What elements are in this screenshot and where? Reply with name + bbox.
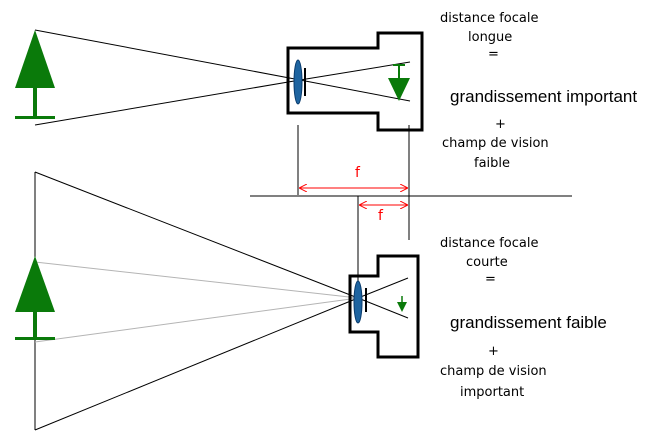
tree-trunk-top — [33, 88, 37, 118]
bottom-result: grandissement faible — [450, 313, 607, 332]
camera-body-top — [286, 31, 424, 132]
focal-label-short: f — [378, 208, 383, 224]
top-plus: + — [495, 117, 506, 132]
ray-inside-lower — [299, 79, 411, 102]
bottom-view-rays — [34, 171, 409, 431]
focal-label-long: f — [355, 165, 360, 181]
bottom-plus: + — [488, 344, 499, 359]
inverted-tree-image-bottom — [397, 302, 407, 312]
bottom-vision-line2: important — [460, 385, 525, 400]
ray-top-upper — [34, 29, 301, 81]
top-focal-line2: longue — [468, 30, 513, 45]
ray-inside-upper — [299, 61, 411, 81]
bottom-vision-line1: champ de vision — [440, 364, 547, 379]
top-focal-line1: distance focale — [440, 11, 539, 26]
top-view-rays — [34, 29, 411, 126]
camera-top — [286, 31, 424, 132]
ray-top-lower — [34, 79, 301, 126]
camera-body-bottom — [348, 254, 420, 359]
top-vision-line1: champ de vision — [442, 136, 549, 151]
lens-icon-top — [293, 59, 303, 105]
top-vision-line2: faible — [474, 156, 511, 171]
ray-bottom-upper-wide — [34, 171, 359, 299]
tree-crown-top — [15, 30, 55, 88]
bottom-equals: = — [485, 272, 496, 287]
top-result: grandissement important — [450, 87, 638, 106]
focal-construction — [250, 125, 572, 285]
tree-icon-bottom — [15, 256, 55, 340]
light-ray-tree-base — [34, 297, 359, 343]
inverted-tree-image-top — [388, 78, 410, 101]
tree-icon-top — [15, 30, 55, 119]
bottom-focal-line1: distance focale — [440, 236, 539, 251]
lens-icon-bottom — [353, 280, 363, 324]
bottom-focal-line2: courte — [466, 255, 508, 270]
light-ray-tree-top — [34, 261, 359, 299]
camera-bottom — [348, 254, 420, 359]
tree-trunk-bottom — [33, 312, 37, 338]
tree-base-top — [15, 116, 55, 119]
top-equals: = — [488, 47, 499, 62]
ray-bottom-lower-wide — [34, 297, 359, 431]
tree-base-bottom — [15, 337, 55, 340]
tree-crown-bottom — [15, 256, 55, 312]
